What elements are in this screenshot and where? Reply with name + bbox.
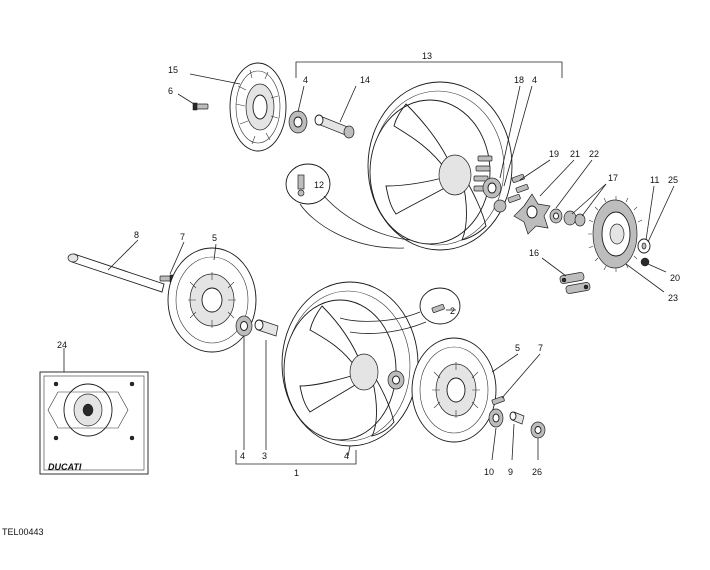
front-wheel-rim: [281, 281, 419, 447]
callout-13: 13: [422, 51, 432, 61]
callout-labels: 13 15 6 4 14 18 4 12 19 21 22 17 11 25 1…: [57, 51, 680, 478]
callout-18: 18: [514, 75, 524, 85]
sprocket-carrier: [513, 193, 551, 235]
callout-20: 20: [670, 273, 680, 283]
sprocket-nut: [640, 257, 650, 267]
chain-master-link: [559, 272, 591, 294]
front-disc-screw-right: [491, 396, 505, 405]
callout-25: 25: [668, 175, 678, 185]
leader-lines: [107, 73, 675, 461]
front-spacer: [254, 319, 279, 337]
callout-4-front-right: 4: [344, 451, 349, 461]
brand-logo-text: DUCATI: [48, 462, 82, 472]
callout-12: 12: [314, 180, 324, 190]
callout-19: 19: [549, 149, 559, 159]
rear-sprocket: [588, 196, 643, 272]
callout-7-right: 7: [538, 343, 543, 353]
callout-4-front-left: 4: [240, 451, 245, 461]
callout-4-rear-right: 4: [532, 75, 537, 85]
carrier-bearing-spacers: [549, 208, 586, 227]
front-brake-disc-right: [411, 337, 497, 443]
callout-5-right: 5: [515, 343, 520, 353]
callout-23: 23: [668, 293, 678, 303]
callout-21: 21: [570, 149, 580, 159]
front-wheel-group: [67, 247, 546, 465]
callout-16: 16: [529, 248, 539, 258]
rear-wheel-group: [192, 61, 651, 294]
callout-4-rear-left: 4: [303, 75, 308, 85]
callout-5-left: 5: [212, 233, 217, 243]
callout-3: 3: [262, 451, 267, 461]
valve-inset: [285, 163, 411, 249]
callout-24: 24: [57, 340, 67, 350]
callout-9: 9: [508, 467, 513, 477]
callout-7-left: 7: [180, 232, 185, 242]
rear-brake-disc: [229, 62, 287, 152]
callout-11: 11: [650, 175, 659, 185]
rear-wheel-rim: [367, 81, 513, 251]
callout-6: 6: [168, 86, 173, 96]
front-brake-disc-left: [167, 247, 257, 353]
front-spacer-right: [509, 411, 525, 425]
drawing-code: TEL00443: [2, 527, 44, 537]
callout-14: 14: [360, 75, 370, 85]
callout-2: 2: [450, 306, 455, 316]
callout-1: 1: [294, 468, 299, 478]
rear-assembly-bracket: [295, 61, 563, 78]
callout-15: 15: [168, 65, 178, 75]
callout-10: 10: [484, 467, 494, 477]
callout-17: 17: [608, 173, 618, 183]
detail-box-tool: DUCATI: [39, 348, 149, 475]
front-axle-nut: [530, 421, 546, 439]
front-bearing-right: [488, 408, 504, 428]
rear-spacer-tube: [314, 114, 355, 139]
callout-22: 22: [589, 149, 599, 159]
callout-8: 8: [134, 230, 139, 240]
front-bearing-left: [235, 315, 253, 337]
callout-26-a: 26: [532, 467, 542, 477]
front-axle: [67, 253, 165, 293]
rear-disc-screw: [192, 102, 209, 111]
sprocket-washer: [637, 238, 651, 254]
hub-studs: [507, 174, 529, 203]
front-valve-inset: [339, 287, 461, 334]
rear-bearing-left: [288, 110, 308, 134]
front-assembly-bracket: [235, 450, 357, 465]
